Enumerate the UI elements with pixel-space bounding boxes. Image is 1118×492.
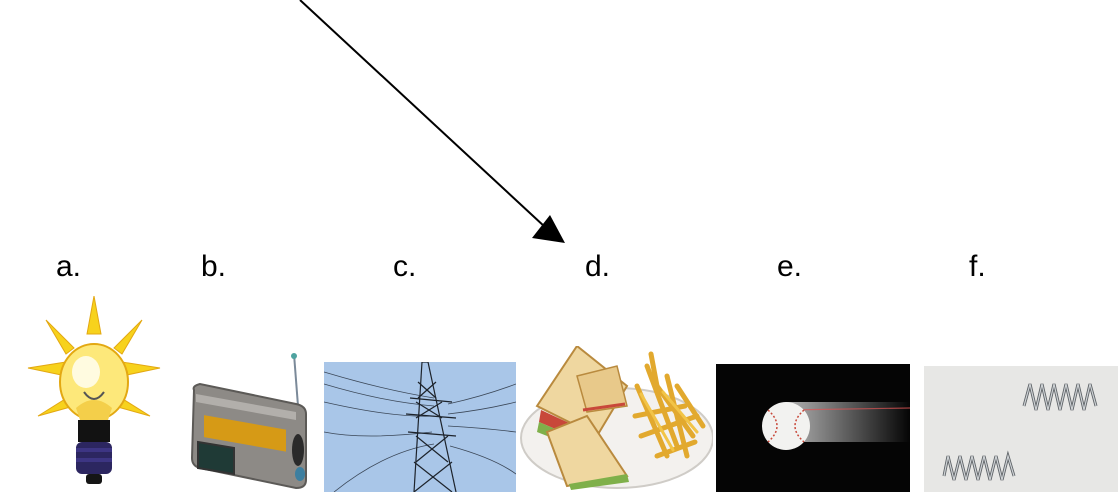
label-f: f. — [969, 250, 986, 283]
label-b: b. — [201, 250, 227, 283]
moving-baseball-icon — [716, 364, 910, 492]
lightbulb-icon — [27, 296, 161, 484]
label-a: a. — [56, 250, 82, 283]
label-d: d. — [585, 250, 611, 283]
label-e: e. — [777, 250, 803, 283]
arrow-line — [299, 0, 546, 228]
sandwich-fries-plate-icon — [520, 346, 713, 490]
radio-icon — [190, 353, 307, 490]
label-c: c. — [393, 250, 417, 283]
power-line-tower-icon — [324, 362, 516, 492]
arrow-head — [532, 215, 565, 243]
metal-springs-icon — [924, 366, 1118, 492]
